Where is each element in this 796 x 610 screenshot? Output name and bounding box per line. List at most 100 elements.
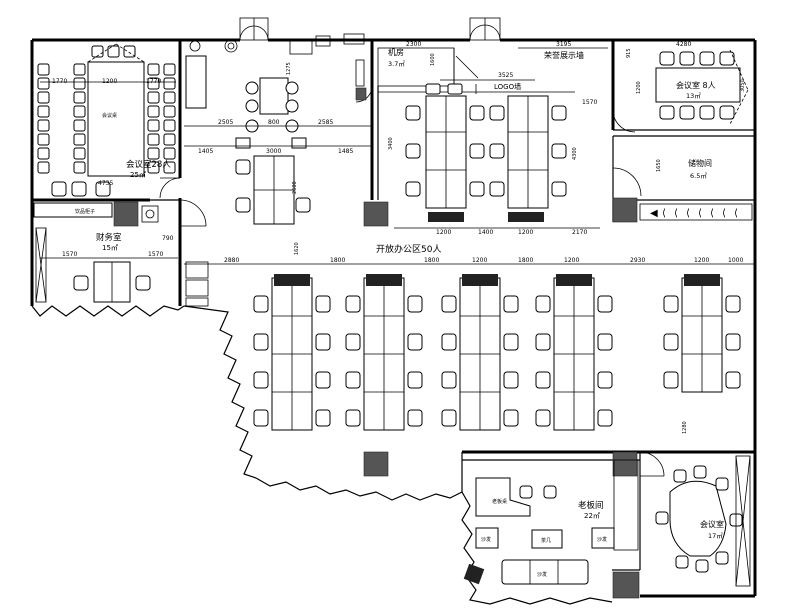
dim-4300: 4300 bbox=[572, 147, 578, 160]
meeting-8-name: 会议室 8人 bbox=[676, 80, 716, 90]
shelf-mark: ⟨ bbox=[722, 208, 726, 219]
chair bbox=[425, 83, 441, 95]
chair bbox=[405, 143, 421, 159]
dim-1570v: 1570 bbox=[582, 99, 597, 106]
meeting-small-name: 会议室 bbox=[700, 519, 724, 529]
dim-1570b: 1570 bbox=[148, 251, 163, 258]
dim-2300: 2300 bbox=[406, 41, 421, 48]
honor-wall-label: 荣誉展示墙 bbox=[544, 50, 584, 60]
shelf-mark: ⟨ bbox=[734, 208, 738, 219]
chair bbox=[315, 409, 331, 427]
planter bbox=[366, 274, 402, 286]
tea-table bbox=[531, 529, 563, 549]
shelf-mark: ⟨ bbox=[662, 208, 666, 219]
chair bbox=[597, 371, 613, 389]
dim-o-2930: 2930 bbox=[630, 257, 645, 264]
chair bbox=[551, 143, 567, 159]
dim-o-2880: 2880 bbox=[224, 257, 239, 264]
chair bbox=[253, 409, 269, 427]
planter bbox=[556, 274, 592, 286]
large-meeting-table-label: 会议桌 bbox=[102, 112, 117, 119]
drink-cabinet-label: 饮品柜子 bbox=[75, 208, 95, 215]
meeting-large-area: 25㎡ bbox=[130, 171, 146, 179]
chair bbox=[37, 147, 50, 160]
chair bbox=[405, 105, 421, 121]
dim-o-1000: 1000 bbox=[728, 257, 743, 264]
meeting-room-small: 会议室 17㎡ bbox=[655, 455, 751, 587]
chair bbox=[147, 119, 160, 132]
chair bbox=[73, 91, 86, 104]
boss-room-name: 老板间 bbox=[578, 500, 604, 511]
chair bbox=[163, 91, 176, 104]
storage-area: 6.5㎡ bbox=[690, 171, 707, 180]
tea-table-label: 茶几 bbox=[541, 537, 551, 544]
dim-2585: 2585 bbox=[318, 119, 333, 126]
chair bbox=[73, 77, 86, 90]
chair bbox=[37, 63, 50, 76]
chair bbox=[447, 83, 463, 95]
small-meeting-table bbox=[669, 480, 727, 557]
long-sofa bbox=[501, 559, 589, 585]
dim-1280: 1280 bbox=[682, 421, 688, 434]
dim-1200r: 1200 bbox=[636, 81, 642, 94]
chair bbox=[73, 105, 86, 118]
chair bbox=[405, 181, 421, 197]
dim-o-1200c: 1200 bbox=[694, 257, 709, 264]
meeting-large-name: 会议室28人 bbox=[126, 159, 171, 170]
chair bbox=[489, 181, 505, 197]
finance-name: 财务室 bbox=[96, 232, 122, 243]
planter bbox=[462, 274, 498, 286]
shelf-mark: ◀ bbox=[650, 208, 658, 219]
planter bbox=[274, 274, 310, 286]
chair bbox=[719, 51, 735, 66]
chair bbox=[147, 63, 160, 76]
chair bbox=[37, 77, 50, 90]
chair bbox=[725, 333, 741, 351]
chair bbox=[407, 295, 423, 313]
dim-4280: 4280 bbox=[676, 41, 691, 48]
server-room-area: 3.7㎡ bbox=[388, 59, 405, 68]
meeting-room-8: 会议室 8人 13㎡ 915 1200 3050 bbox=[626, 48, 749, 125]
chair bbox=[37, 133, 50, 146]
chair bbox=[253, 295, 269, 313]
lounge: 2505 800 2585 1405 3000 1485 1275 2600 1… bbox=[184, 33, 372, 255]
chair bbox=[551, 181, 567, 197]
entrance-zone: 机房 3.7㎡ 荣誉展示墙 LOGO墙 2300 3195 3525 4280 … bbox=[388, 41, 691, 91]
dim-o-1200b: 1200 bbox=[564, 257, 579, 264]
open-office-label: 开放办公区50人 bbox=[376, 243, 441, 255]
chair bbox=[597, 409, 613, 427]
finance-room: 饮品柜子 财务室 15㎡ 1570 1570 790 bbox=[33, 202, 209, 307]
chair bbox=[489, 105, 505, 121]
meeting-small-area: 17㎡ bbox=[708, 531, 723, 540]
chair bbox=[719, 105, 735, 120]
chair bbox=[503, 371, 519, 389]
chair bbox=[441, 333, 457, 351]
dim-4735: 4735 bbox=[98, 180, 113, 187]
finance-area: 15㎡ bbox=[102, 244, 118, 252]
chair bbox=[489, 143, 505, 159]
chair bbox=[407, 371, 423, 389]
dim-1405: 1405 bbox=[198, 148, 213, 155]
open-office: 开放办公区50人 2880 1800 1800 1200 1800 1200 2… bbox=[184, 243, 755, 434]
long-sofa-label: 沙发 bbox=[537, 571, 547, 578]
shelf-mark: ⟨ bbox=[686, 208, 690, 219]
chair bbox=[147, 147, 160, 160]
chair bbox=[37, 119, 50, 132]
chair bbox=[469, 105, 485, 121]
dim-o-1200: 1200 bbox=[472, 257, 487, 264]
shelf-mark: ⟨ bbox=[710, 208, 714, 219]
chair bbox=[315, 371, 331, 389]
chair bbox=[441, 409, 457, 427]
chair bbox=[163, 77, 176, 90]
chair bbox=[73, 133, 86, 146]
boss-desk-label: 老板桌 bbox=[492, 498, 507, 505]
dim-b-1400: 1400 bbox=[478, 229, 493, 236]
dim-915: 915 bbox=[626, 48, 632, 58]
chair bbox=[503, 333, 519, 351]
meeting-8-area: 13㎡ bbox=[686, 91, 701, 100]
chair bbox=[725, 371, 741, 389]
dim-o-1800b: 1800 bbox=[424, 257, 439, 264]
sofa-left bbox=[475, 527, 499, 549]
chair bbox=[503, 409, 519, 427]
dim-b-2170: 2170 bbox=[572, 229, 587, 236]
